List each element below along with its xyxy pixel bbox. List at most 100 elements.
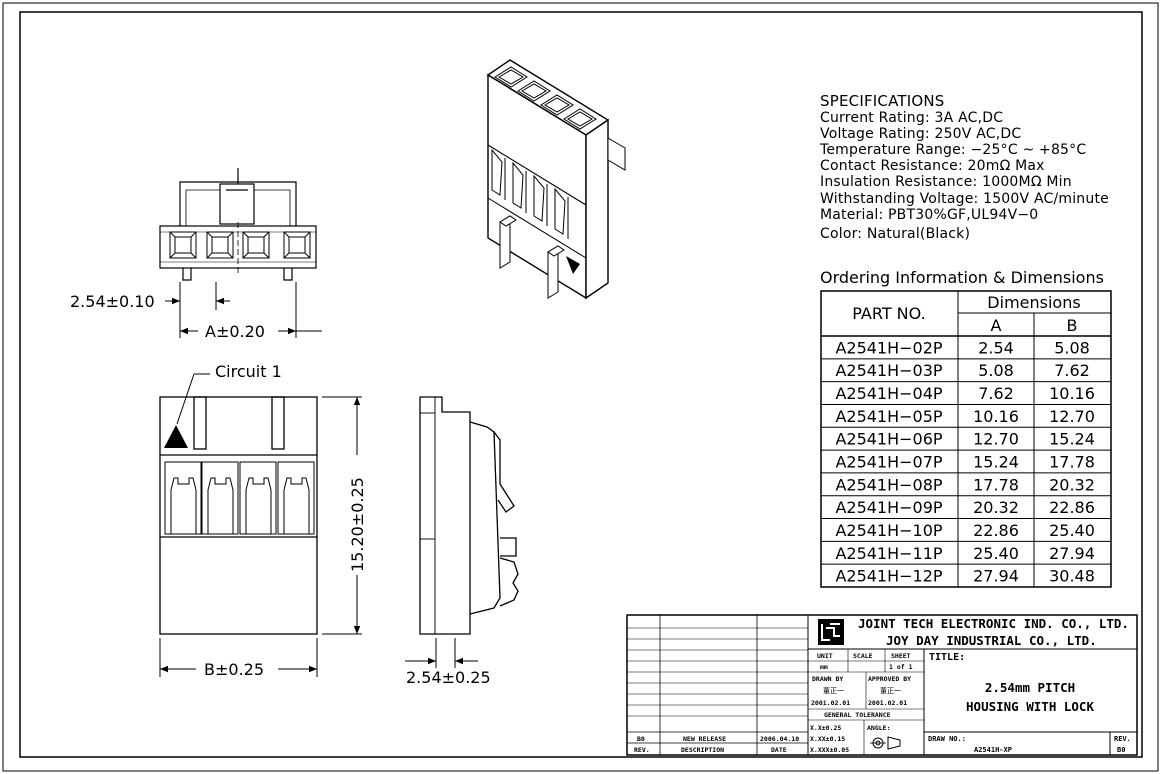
col-b-header: B bbox=[1067, 316, 1078, 335]
b-dim-label: B±0.25 bbox=[204, 660, 264, 679]
part-no-header: PART NO. bbox=[852, 304, 925, 323]
sheet-value: 1 of 1 bbox=[889, 663, 913, 671]
specifications-title: SPECIFICATIONS bbox=[820, 92, 945, 110]
dimensions-header: Dimensions bbox=[987, 293, 1080, 312]
revision-row-rev: B0 bbox=[637, 735, 645, 743]
dim-a-cell: 25.40 bbox=[973, 544, 1019, 563]
dim-b-cell: 25.40 bbox=[1049, 521, 1095, 540]
front-view bbox=[159, 168, 317, 281]
part-number-cell: A2541H−06P bbox=[835, 430, 942, 449]
a-dim-label: A±0.20 bbox=[205, 322, 265, 341]
dim-b-cell: 7.62 bbox=[1054, 361, 1090, 380]
ordering-title: Ordering Information & Dimensions bbox=[820, 268, 1104, 287]
part-number-cell: A2541H−04P bbox=[835, 384, 942, 403]
title-label: TITLE: bbox=[929, 652, 965, 663]
dim-a-cell: 20.32 bbox=[973, 498, 1019, 517]
pitch-side-label: 2.54±0.25 bbox=[406, 668, 491, 687]
approved-date: 2001.02.01 bbox=[868, 699, 907, 707]
rev-value: B0 bbox=[1117, 746, 1125, 754]
dim-a-cell: 12.70 bbox=[973, 430, 1019, 449]
specifications-block: SPECIFICATIONS Current Rating: 3A AC,DC … bbox=[819, 92, 1109, 242]
tolerance-3: X.XXX±0.05 bbox=[810, 746, 849, 754]
angle-label: ANGLE: bbox=[867, 724, 890, 732]
approved-by-label: APPROVED BY bbox=[868, 675, 911, 683]
part-number-cell: A2541H−09P bbox=[835, 498, 942, 517]
spec-line: Material: PBT30%GF,UL94V−0 bbox=[820, 207, 1038, 223]
dim-a-cell: 27.94 bbox=[973, 567, 1019, 586]
height-dim bbox=[322, 396, 362, 635]
dim-a-cell: 10.16 bbox=[973, 407, 1019, 426]
title-block bbox=[626, 614, 1138, 756]
unit-value: mm bbox=[820, 663, 828, 671]
spec-line: Contact Resistance: 20mΩ Max bbox=[820, 158, 1045, 174]
dim-a-cell: 2.54 bbox=[978, 338, 1014, 357]
dim-a-cell: 15.24 bbox=[973, 453, 1019, 472]
drawn-by-label: DRAWN BY bbox=[812, 675, 843, 683]
dim-b-cell: 17.78 bbox=[1049, 453, 1095, 472]
dim-b-cell: 10.16 bbox=[1049, 384, 1095, 403]
description-col-header: DESCRIPTION bbox=[681, 746, 724, 754]
dim-a-cell: 17.78 bbox=[973, 475, 1019, 494]
height-label: 15.20±0.25 bbox=[348, 477, 367, 572]
part-number-cell: A2541H−07P bbox=[835, 453, 942, 472]
dim-b-cell: 30.48 bbox=[1049, 567, 1095, 586]
spec-line: Temperature Range: −25°C ~ +85°C bbox=[819, 142, 1086, 158]
scale-label: SCALE bbox=[853, 652, 873, 660]
part-number-cell: A2541H−11P bbox=[835, 544, 942, 563]
spec-line: Withstanding Voltage: 1500V AC/minute bbox=[820, 191, 1109, 207]
spec-line: Insulation Resistance: 1000MΩ Min bbox=[820, 174, 1072, 190]
title-line-2: HOUSING WITH LOCK bbox=[966, 699, 1094, 714]
rev-col-header: REV. bbox=[634, 746, 650, 754]
spec-line: Color: Natural(Black) bbox=[820, 226, 970, 242]
rev-label: REV. bbox=[1114, 735, 1131, 743]
part-number-cell: A2541H−03P bbox=[835, 361, 942, 380]
spec-line: Voltage Rating: 250V AC,DC bbox=[820, 126, 1021, 142]
spec-line: Current Rating: 3A AC,DC bbox=[820, 110, 1003, 126]
pitch-top-label: 2.54±0.10 bbox=[70, 292, 155, 311]
b-dim bbox=[159, 638, 318, 677]
sheet-label: SHEET bbox=[891, 652, 911, 660]
dim-b-cell: 22.86 bbox=[1049, 498, 1095, 517]
drawn-by-name: 董正一 bbox=[823, 686, 844, 695]
dim-b-cell: 5.08 bbox=[1054, 338, 1090, 357]
circuit-1-label: Circuit 1 bbox=[215, 362, 282, 381]
dim-a-cell: 22.86 bbox=[973, 521, 1019, 540]
col-a-header: A bbox=[991, 316, 1002, 335]
dim-a-cell: 5.08 bbox=[978, 361, 1014, 380]
part-number-cell: A2541H−05P bbox=[835, 407, 942, 426]
title-line-1: 2.54mm PITCH bbox=[985, 680, 1075, 695]
ordering-table bbox=[820, 290, 1112, 588]
dim-b-cell: 12.70 bbox=[1049, 407, 1095, 426]
isometric-view bbox=[486, 59, 626, 300]
revision-row-description: NEW RELEASE bbox=[683, 735, 726, 743]
unit-label: UNIT bbox=[817, 652, 833, 660]
part-number-cell: A2541H−10P bbox=[835, 521, 942, 540]
part-number-cell: A2541H−08P bbox=[835, 475, 942, 494]
dim-b-cell: 20.32 bbox=[1049, 475, 1095, 494]
draw-no-value: A2541H-XP bbox=[974, 746, 1012, 754]
dim-b-cell: 15.24 bbox=[1049, 430, 1095, 449]
date-col-header: DATE bbox=[771, 746, 787, 754]
dim-a-cell: 7.62 bbox=[978, 384, 1014, 403]
part-number-cell: A2541H−02P bbox=[835, 338, 942, 357]
company-name-2: JOY DAY INDUSTRIAL CO., LTD. bbox=[886, 633, 1097, 648]
part-number-cell: A2541H−12P bbox=[835, 567, 942, 586]
approved-by-name: 董正一 bbox=[880, 686, 901, 695]
pitch-dim-side bbox=[405, 638, 478, 668]
revision-row-date: 2006.04.10 bbox=[760, 735, 799, 743]
tolerance-1: X.X±0.25 bbox=[810, 724, 841, 732]
pitch-dim-top bbox=[165, 282, 322, 338]
company-name-1: JOINT TECH ELECTRONIC IND. CO., LTD. bbox=[858, 616, 1129, 631]
title-block-text: JOINT TECH ELECTRONIC IND. CO., LTD. JOY… bbox=[634, 616, 1131, 754]
bottom-front-view bbox=[159, 373, 318, 635]
inner-border bbox=[19, 11, 1143, 758]
drawn-date: 2001.02.01 bbox=[811, 699, 850, 707]
general-tolerance-label: GENERAL TOLERANCE bbox=[824, 711, 891, 719]
draw-no-label: DRAW NO.: bbox=[928, 735, 966, 743]
dim-b-cell: 27.94 bbox=[1049, 544, 1095, 563]
tolerance-2: X.XX±0.15 bbox=[810, 735, 845, 743]
side-view bbox=[419, 396, 519, 635]
